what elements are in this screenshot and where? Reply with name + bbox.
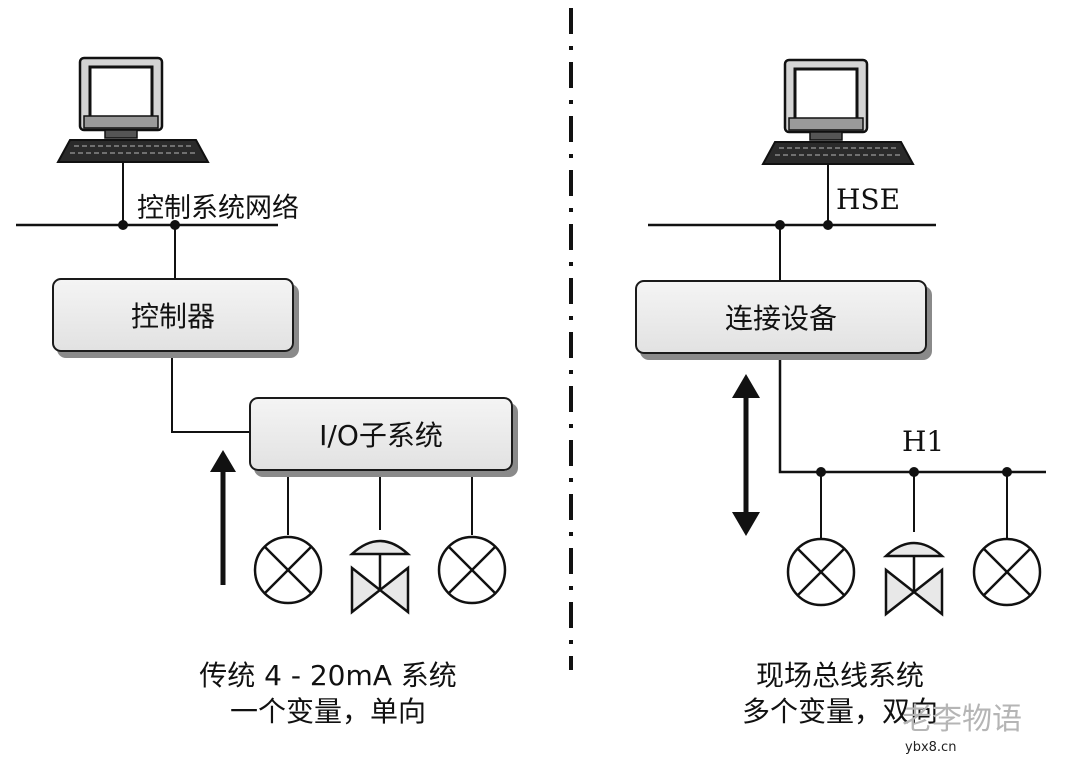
right-caption: 现场总线系统 多个变量，双向	[700, 658, 980, 730]
io-subsystem-box: I/O子系统	[249, 397, 513, 471]
right-caption-line2: 多个变量，双向	[741, 695, 938, 728]
left-caption-line2: 一个变量，单向	[229, 695, 426, 728]
h1-bus	[778, 350, 1046, 474]
left-caption: 传统 4 - 20mA 系统 一个变量，单向	[178, 658, 478, 730]
computer-icon	[761, 58, 915, 166]
sensor-icon	[253, 535, 323, 605]
left-caption-line1: 传统 4 - 20mA 系统	[199, 659, 457, 692]
bus-node	[118, 220, 128, 230]
controller-io-link-line	[171, 349, 250, 433]
h1-label: H1	[902, 425, 945, 458]
controller-box: 控制器	[52, 278, 294, 352]
valve-icon	[350, 539, 410, 614]
computer-icon	[56, 56, 210, 164]
double-arrow-icon	[732, 374, 760, 536]
right-caption-line1: 现场总线系统	[755, 659, 924, 692]
linking-device-label: 连接设备	[724, 302, 837, 335]
linking-device-box: 连接设备	[635, 280, 927, 354]
up-arrow-icon	[210, 450, 236, 585]
control-network-label: 控制系统网络	[137, 193, 299, 224]
watermark-site: ybx8.cn	[905, 740, 957, 755]
sensor-icon	[437, 535, 507, 605]
controller-label: 控制器	[130, 300, 215, 333]
sensor-icon	[972, 537, 1042, 607]
sensor-icon	[786, 537, 856, 607]
bus-node	[823, 220, 833, 230]
watermark-brand: 老李物语	[902, 702, 1022, 737]
hse-label: HSE	[836, 183, 901, 216]
io-subsystem-label: I/O子系统	[319, 419, 443, 452]
valve-icon	[884, 541, 944, 616]
